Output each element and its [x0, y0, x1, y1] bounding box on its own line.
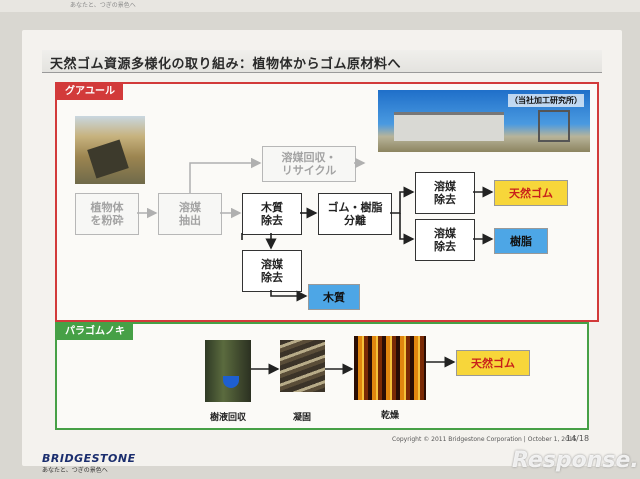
step-solvent-recovery: 溶媒回収・ リサイクル	[262, 146, 356, 182]
guayule-plant-photo	[75, 116, 145, 184]
step-coagulation: 凝固	[292, 413, 311, 423]
step-wood-removal: 木質 除去	[242, 193, 302, 235]
step-latex-collection: 樹液回収	[209, 413, 246, 423]
product-wood: 木質	[308, 284, 360, 310]
step-solvent-extraction: 溶媒 抽出	[158, 193, 222, 235]
date-text: October 1, 2015	[527, 436, 577, 443]
slide-title: 天然ゴム資源多様化の取り組み：植物体からゴム原材料へ	[42, 50, 602, 73]
coagulation-photo	[280, 340, 325, 392]
facility-building	[394, 112, 504, 141]
step-rubber-resin-separation: ゴム・樹脂 分離	[318, 193, 392, 235]
facility-caption: （当社加工研究所）	[508, 94, 584, 107]
top-strip: あなたと、つぎの景色へ	[0, 0, 640, 12]
bridgestone-logo: BRIDGESTONE	[42, 452, 136, 465]
drying-photo	[354, 336, 426, 400]
guayule-tag: グアユール	[57, 84, 123, 100]
step-solvent-removal-rubber: 溶媒 除去	[415, 172, 475, 214]
footer-slogan: あなたと、つぎの景色へ	[42, 467, 108, 474]
footer-copyright: Copyright © 2011 Bridgestone Corporation…	[392, 436, 577, 443]
top-strip-text: あなたと、つぎの景色へ	[70, 2, 136, 9]
copyright-text: Copyright © 2011 Bridgestone Corporation	[392, 436, 522, 443]
step-solvent-removal-resin: 溶媒 除去	[415, 219, 475, 261]
response-watermark: Response.	[512, 448, 639, 473]
product-natural-rubber: 天然ゴム	[494, 180, 568, 206]
slide-title-text: 天然ゴム資源多様化の取り組み：植物体からゴム原材料へ	[50, 57, 402, 72]
step-drying: 乾燥	[380, 411, 399, 421]
product-resin: 樹脂	[494, 228, 548, 254]
latex-collection-photo	[205, 340, 251, 402]
facility-photo: （当社加工研究所）	[378, 90, 590, 152]
latex-cup	[223, 376, 239, 388]
step-solvent-removal-wood: 溶媒 除去	[242, 250, 302, 292]
facility-tower	[538, 110, 570, 142]
para-product-natural-rubber: 天然ゴム	[456, 350, 530, 376]
page-number: 14/18	[566, 434, 590, 443]
para-rubber-tag: パラゴムノキ	[57, 324, 133, 340]
step-crush-plant: 植物体 を粉砕	[75, 193, 139, 235]
